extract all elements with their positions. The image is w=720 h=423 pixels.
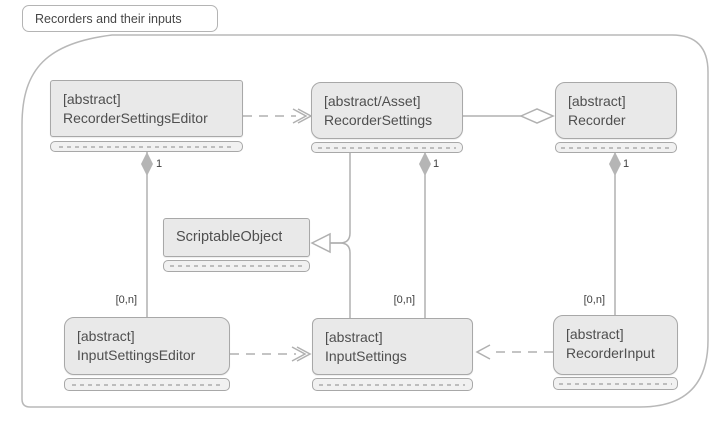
frame-outline: [21, 34, 709, 408]
class-box-recorder: [abstract] Recorder: [555, 82, 677, 139]
class-name-label: InputSettingsEditor: [77, 347, 196, 363]
class-name-label: RecorderInput: [566, 345, 655, 361]
stereotype-label: [abstract]: [63, 91, 121, 107]
diagram-title-tab: Recorders and their inputs: [22, 5, 218, 32]
class-box-recorder-settings: [abstract/Asset] RecorderSettings: [311, 82, 463, 139]
class-name-label: RecorderSettings: [324, 112, 433, 128]
attributes-compartment: [163, 260, 310, 272]
attributes-compartment: [50, 141, 243, 152]
open-arrowhead-icon: [291, 346, 307, 362]
hollow-diamond-icon: [519, 108, 555, 124]
attributes-compartment: [555, 142, 677, 153]
class-box-input-settings: [abstract] InputSettings: [312, 318, 473, 375]
class-name-label: RecorderSettingsEditor: [63, 110, 208, 126]
diagram-title: Recorders and their inputs: [35, 11, 182, 26]
class-name-label: InputSettings: [325, 348, 407, 364]
stereotype-label: [abstract/Asset]: [324, 93, 421, 109]
stereotype-label: [abstract]: [325, 329, 383, 345]
edge-rs-to-scriptableobject: [330, 151, 351, 244]
multiplicity-label: [0,n]: [115, 294, 137, 306]
multiplicity-label: 1: [156, 158, 163, 170]
attributes-compartment: [553, 377, 678, 390]
multiplicity-label: [0,n]: [583, 294, 605, 306]
class-name-label: Recorder: [568, 112, 626, 128]
attributes-compartment: [312, 378, 473, 391]
class-box-recorder-input: [abstract] RecorderInput: [553, 315, 678, 375]
class-box-input-settings-editor: [abstract] InputSettingsEditor: [64, 317, 230, 375]
stereotype-label: [abstract]: [566, 326, 624, 342]
filled-diamond-icon: [419, 152, 431, 176]
multiplicity-label: 1: [623, 158, 630, 170]
class-name-label: ScriptableObject: [176, 229, 283, 245]
stereotype-label: [abstract]: [77, 328, 135, 344]
filled-diamond-icon: [609, 152, 621, 176]
class-box-scriptable-object: ScriptableObject: [163, 218, 310, 257]
open-arrowhead-icon: [475, 344, 491, 360]
inheritance-triangle-icon: [310, 232, 331, 254]
class-box-recorder-settings-editor: [abstract] RecorderSettingsEditor: [50, 80, 243, 137]
multiplicity-label: 1: [433, 158, 440, 170]
open-arrowhead-icon: [296, 346, 312, 362]
attributes-compartment: [64, 378, 230, 391]
attributes-compartment: [311, 142, 463, 153]
edge-is-to-scriptableobject: [330, 242, 351, 318]
stereotype-label: [abstract]: [568, 93, 626, 109]
filled-diamond-icon: [141, 152, 153, 176]
open-arrowhead-icon: [292, 108, 308, 124]
multiplicity-label: [0,n]: [393, 294, 415, 306]
